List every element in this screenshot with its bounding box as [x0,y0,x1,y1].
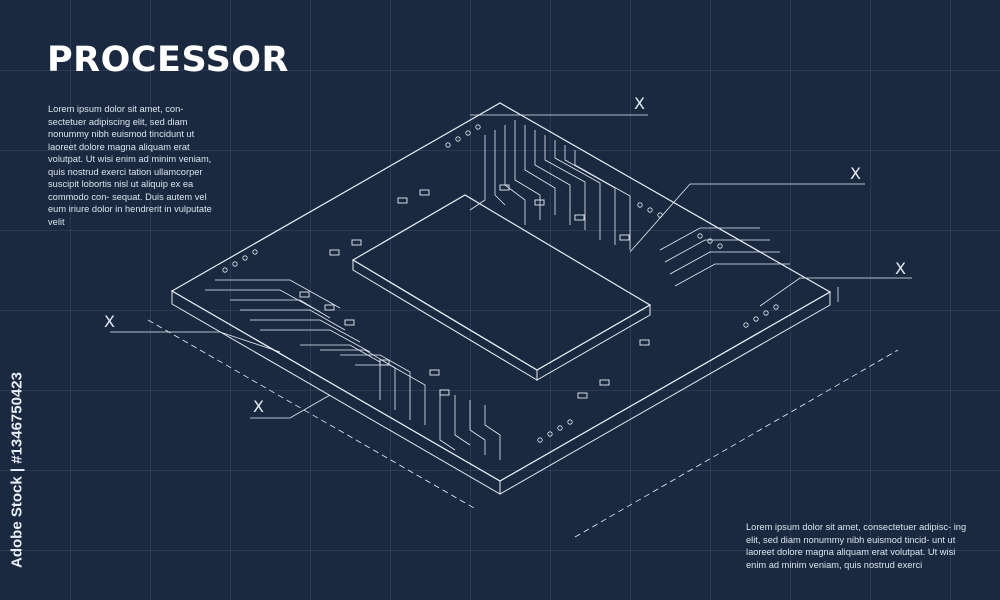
page-title: PROCESSOR [47,40,289,80]
die-right-side [536,304,651,381]
die-left-side [352,259,538,381]
stock-id-label: Adobe Stock | #1346750423 [5,350,29,590]
board-top [170,102,832,482]
pin-pads [222,124,779,443]
description-bottom: Lorem ipsum dolor sit amet, consectetuer… [746,522,967,570]
board-right-side [499,291,831,495]
callout-marker-5: X [253,397,264,416]
leader-line-5 [250,394,331,419]
leader-line-3 [759,277,912,307]
die-top [351,194,652,371]
leader-line-2 [629,183,865,253]
callout-marker-4: X [104,312,115,331]
dimension-line-left [147,319,475,509]
board-left-side [171,290,501,495]
smd-components [299,184,650,399]
callout-marker-2: X [850,164,861,183]
circuit-traces [205,120,790,460]
stock-id-text: Adobe Stock | #1346750423 [8,372,26,568]
dimension-line-right [574,349,899,538]
description-top: Lorem ipsum dolor sit amet, con- sectetu… [48,104,212,227]
leader-line-4 [110,331,281,353]
callout-marker-1: X [634,94,645,113]
callout-marker-3: X [895,259,906,278]
